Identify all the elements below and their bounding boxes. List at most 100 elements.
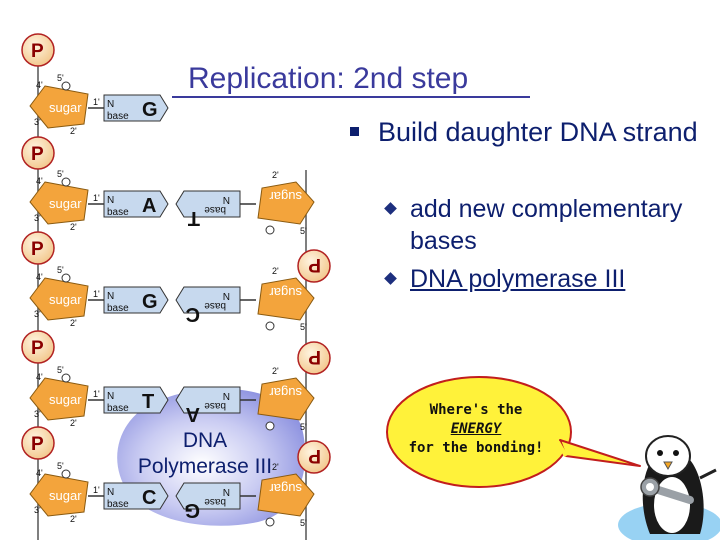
prime-label: 1' — [93, 289, 100, 299]
prime-label: 2' — [272, 462, 279, 472]
speech-bubble-text: Where's the ENERGY for the bonding! — [396, 401, 556, 458]
phosphate-label: P — [31, 239, 44, 260]
base-word-label: base — [107, 111, 129, 122]
paired-base-letter: G — [184, 499, 200, 521]
phosphate-label: P — [31, 41, 44, 62]
sugar-pentagon — [257, 181, 315, 225]
hydroxyl-circle — [61, 373, 71, 383]
paired-base-letter: A — [186, 403, 200, 425]
prime-label: 5' — [57, 169, 64, 179]
base-tag — [103, 190, 169, 218]
daughter-strand: TNbasesugar2'5'CNbasesugar2'5'ANbasesuga… — [175, 170, 331, 528]
slide-title: Replication: 2nd step — [188, 62, 469, 95]
prime-label: 3' — [34, 309, 41, 319]
prime-label: 5' — [300, 422, 307, 432]
phosphate-group: P — [21, 426, 55, 460]
phosphate-label: P — [31, 434, 44, 455]
prime-label: 1' — [93, 193, 100, 203]
polymerase-label-line2: Polymerase III — [137, 455, 273, 478]
bubble-line2: ENERGY — [450, 421, 502, 437]
prime-label: 3' — [34, 117, 41, 127]
phosphate-circle — [297, 440, 331, 474]
base-word-label: base — [107, 403, 129, 414]
prime-label: 4' — [36, 80, 43, 90]
sugar-label: sugar — [49, 196, 82, 211]
base-n-label: N — [223, 194, 230, 205]
bubble-line1: Where's the — [429, 402, 523, 418]
prime-label: 5' — [57, 461, 64, 471]
prime-label: 3' — [34, 409, 41, 419]
sugar-pentagon — [257, 277, 315, 321]
sugar-label: sugar — [49, 292, 82, 307]
square-bullet-icon — [350, 127, 359, 136]
base-n-label: N — [107, 291, 114, 302]
hydroxyl-circle — [265, 421, 275, 431]
prime-label: 5' — [57, 365, 64, 375]
prime-label: 5' — [57, 265, 64, 275]
phosphate-label: P — [308, 445, 321, 466]
sugar-label: sugar — [49, 392, 82, 407]
phosphate-circle — [21, 426, 55, 460]
hydroxyl-circle — [265, 517, 275, 527]
sugar-pentagon — [29, 277, 89, 321]
title-underline — [172, 96, 530, 98]
base-n-label: N — [223, 486, 230, 497]
sugar-pentagon — [257, 473, 315, 517]
phosphate-circle — [21, 136, 55, 170]
prime-label: 2' — [70, 126, 77, 136]
hydroxyl-circle — [265, 321, 275, 331]
sugar-pentagon — [29, 473, 89, 517]
base-letter: C — [142, 487, 156, 509]
sugar-label: sugar — [269, 385, 302, 400]
phosphate-circle — [21, 330, 55, 364]
base-word-label: base — [204, 496, 226, 507]
prime-label: 2' — [70, 318, 77, 328]
phosphate-circle — [21, 33, 55, 67]
sub-bullet-1-text: add new complementary bases — [410, 195, 683, 255]
sugar-pentagon — [29, 377, 89, 421]
sugar-pentagon — [29, 181, 89, 225]
wrench-icon — [640, 477, 694, 504]
base-word-label: base — [107, 303, 129, 314]
sugar-label: sugar — [49, 100, 82, 115]
polymerase-label: DNA Polymerase III — [110, 428, 300, 480]
phosphate-group: P — [21, 330, 55, 364]
phosphate-label: P — [31, 338, 44, 359]
base-tag — [103, 286, 169, 314]
phosphate-group: P — [297, 249, 331, 283]
phosphate-group: P — [297, 341, 331, 375]
prime-label: 5' — [300, 226, 307, 236]
base-word-label: base — [107, 499, 129, 510]
polymerase-label-line1: DNA — [182, 429, 228, 452]
main-bullet-text: Build daughter DNA strand — [378, 117, 698, 147]
base-letter: T — [142, 391, 154, 413]
prime-label: 2' — [272, 366, 279, 376]
phosphate-circle — [21, 231, 55, 265]
phosphate-group: P — [297, 440, 331, 474]
prime-label: 2' — [272, 170, 279, 180]
phosphate-group: P — [21, 231, 55, 265]
base-tag — [103, 386, 169, 414]
sugar-label: sugar — [269, 189, 302, 204]
prime-label: 4' — [36, 272, 43, 282]
hydroxyl-circle — [61, 469, 71, 479]
sugar-pentagon — [257, 377, 315, 421]
prime-label: 2' — [70, 418, 77, 428]
base-n-label: N — [107, 195, 114, 206]
phosphate-label: P — [308, 346, 321, 367]
hydroxyl-circle — [61, 81, 71, 91]
prime-label: 5' — [300, 322, 307, 332]
prime-label: 1' — [93, 97, 100, 107]
base-n-label: N — [107, 99, 114, 110]
base-n-label: N — [107, 391, 114, 402]
prime-label: 2' — [272, 266, 279, 276]
base-n-label: N — [223, 290, 230, 301]
